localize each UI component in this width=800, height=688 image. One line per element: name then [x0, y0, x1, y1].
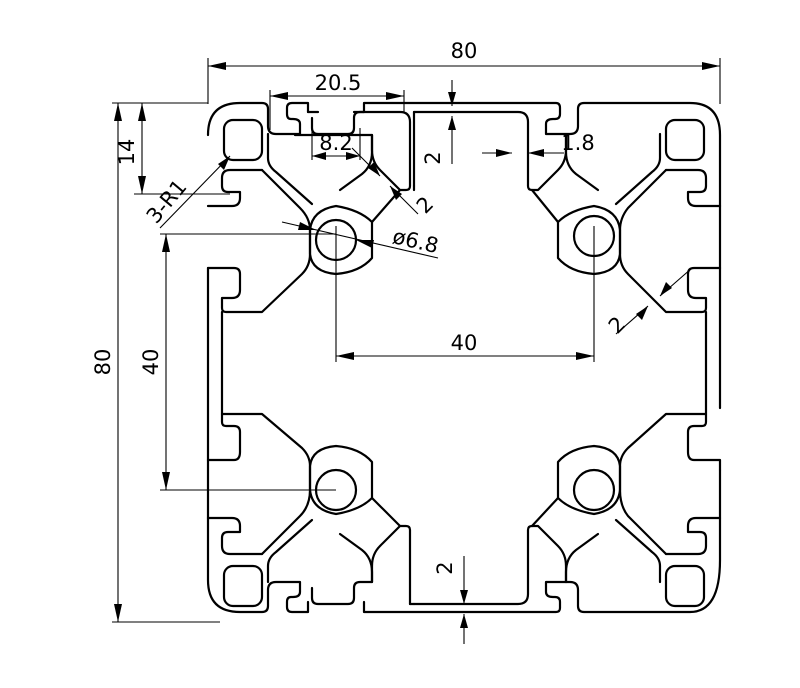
corner-cavity-bl	[222, 564, 264, 608]
dimension-lip-thickness: 1.8	[482, 131, 595, 157]
corner-cavity-br	[664, 564, 706, 608]
dimension-groove-depth: 14	[115, 102, 230, 195]
profile-outline	[206, 101, 722, 614]
label-bottom-wall: 2	[433, 561, 457, 574]
hole-br	[572, 468, 616, 512]
dimension-bottom-wall: 2	[433, 556, 468, 644]
boss-bl	[308, 444, 374, 516]
corner-cavity-tr	[664, 118, 706, 162]
dimension-slot-opening: 20.5	[269, 71, 405, 130]
dimension-hole-spacing-vertical: 40	[139, 233, 336, 491]
dimension-corner-radius: 3-R1	[142, 155, 231, 229]
label-slot-opening: 20.5	[315, 71, 362, 95]
label-hole-spacing-horizontal: 40	[451, 331, 478, 355]
dimension-top-wall: 2	[421, 80, 456, 165]
label-corner-radius: 3-R1	[142, 175, 192, 228]
label-groove-depth: 14	[115, 139, 139, 166]
dimension-hole-diameter: ø6.8	[281, 221, 441, 259]
corner-cavity-tl	[222, 118, 264, 162]
dimension-slot-width: 8.2	[311, 128, 361, 160]
label-top-wall: 2	[421, 151, 445, 164]
label-hole-spacing-vertical: 40	[139, 349, 163, 376]
label-web-diag: 2	[412, 192, 438, 218]
dimension-web-right: 2	[604, 267, 693, 338]
label-hole-diameter: ø6.8	[390, 224, 440, 258]
boss-br	[556, 444, 622, 516]
label-web-right: 2	[604, 312, 630, 338]
label-slot-width: 8.2	[319, 131, 352, 155]
dimension-hole-spacing-horizontal: 40	[335, 226, 595, 362]
dimension-overall-width: 80	[207, 39, 721, 104]
boss-tl	[308, 204, 374, 276]
label-overall-width: 80	[451, 39, 478, 63]
label-lip-thickness: 1.8	[561, 131, 594, 155]
label-overall-height: 80	[91, 349, 115, 376]
boss-tr	[556, 204, 622, 276]
